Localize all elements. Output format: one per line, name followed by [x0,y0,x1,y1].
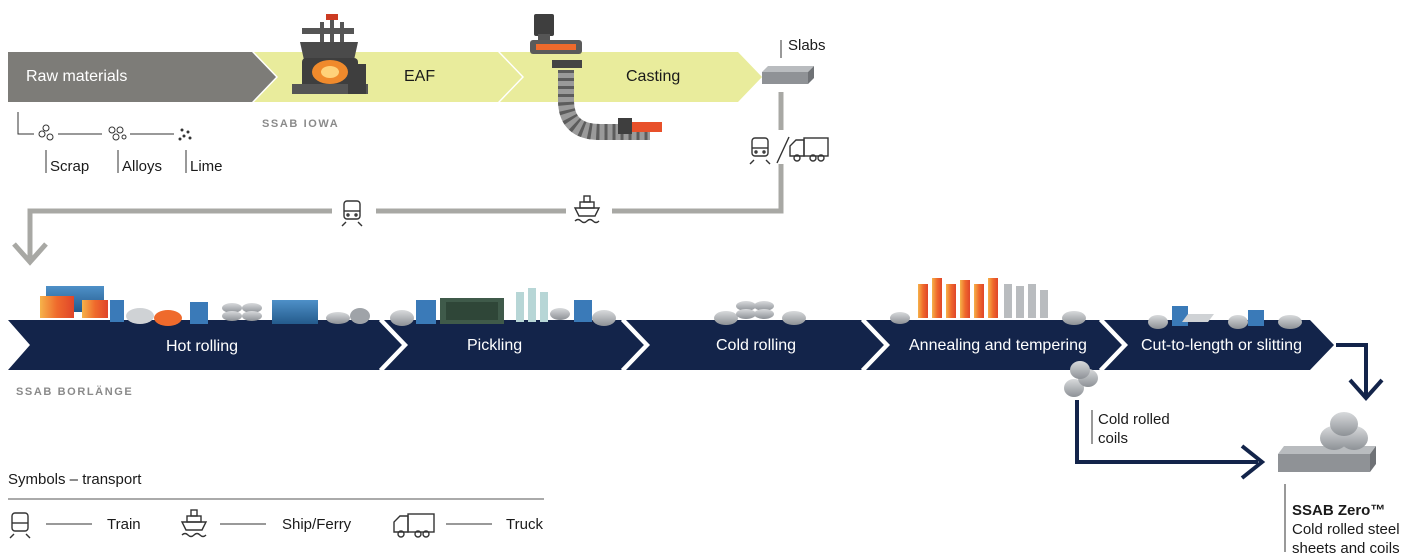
cut-illustration [1148,306,1302,329]
product-line1: Cold rolled steel [1292,521,1400,538]
product-line2: sheets and coils [1292,540,1400,557]
hot-rolling-illustration [40,286,370,326]
legend-train-icon [9,512,31,539]
annealing-label: Annealing and tempering [909,337,1087,354]
eaf-label: EAF [404,68,436,85]
ship-icon-route [573,195,601,224]
product-title: SSAB Zero™ [1292,502,1386,519]
train-icon-route [341,200,363,227]
eaf-furnace-illustration [292,14,368,94]
legend-ship-label: Ship/Ferry [282,516,352,533]
cold-rolling-illustration [714,301,806,325]
lime-icon [178,128,192,141]
cut-label: Cut-to-length or slitting [1141,337,1302,354]
truck-icon-slabs [789,137,829,162]
cut-band [1104,320,1334,370]
coils-label-line2: coils [1098,430,1129,447]
raw-inputs-connector [17,112,187,173]
pickling-band [384,320,646,370]
pickling-illustration [390,288,616,326]
casting-label: Casting [626,68,681,85]
cold-rolling-label: Cold rolling [716,337,797,354]
raw-materials-band [8,52,276,102]
scrap-icon [38,124,54,141]
hot-rolling-band [8,320,404,370]
coils-label-line1: Cold rolled [1098,411,1170,428]
annealing-band [866,320,1124,370]
alloys-icon [108,126,127,141]
legend-ship-icon [180,509,208,538]
site-label-borlange: SSAB BORLÄNGE [16,386,134,398]
caster-illustration [530,14,662,140]
output-arrows [1075,343,1384,480]
eaf-band [254,52,522,102]
annealing-illustration [890,278,1086,325]
legend-truck-label: Truck [506,516,543,533]
transport-connector [12,92,784,266]
site-label-iowa: SSAB IOWA [262,118,340,130]
train-icon-slabs [749,137,771,165]
raw-materials-label: Raw materials [26,68,128,85]
pickling-label: Pickling [467,337,523,354]
lime-label: Lime [190,158,223,175]
legend-title: Symbols – transport [8,471,142,488]
scrap-label: Scrap [50,158,90,175]
slabs-label: Slabs [788,37,826,54]
alloys-label: Alloys [122,158,163,175]
slash-separator [776,136,790,164]
cold-rolled-coils-illustration [1064,361,1098,397]
hot-rolling-label: Hot rolling [166,338,239,355]
product-illustration [1278,412,1376,472]
cold-rolling-band [626,320,886,370]
legend-truck-icon [393,513,435,538]
slab-illustration [762,40,814,84]
legend-train-label: Train [107,516,141,533]
